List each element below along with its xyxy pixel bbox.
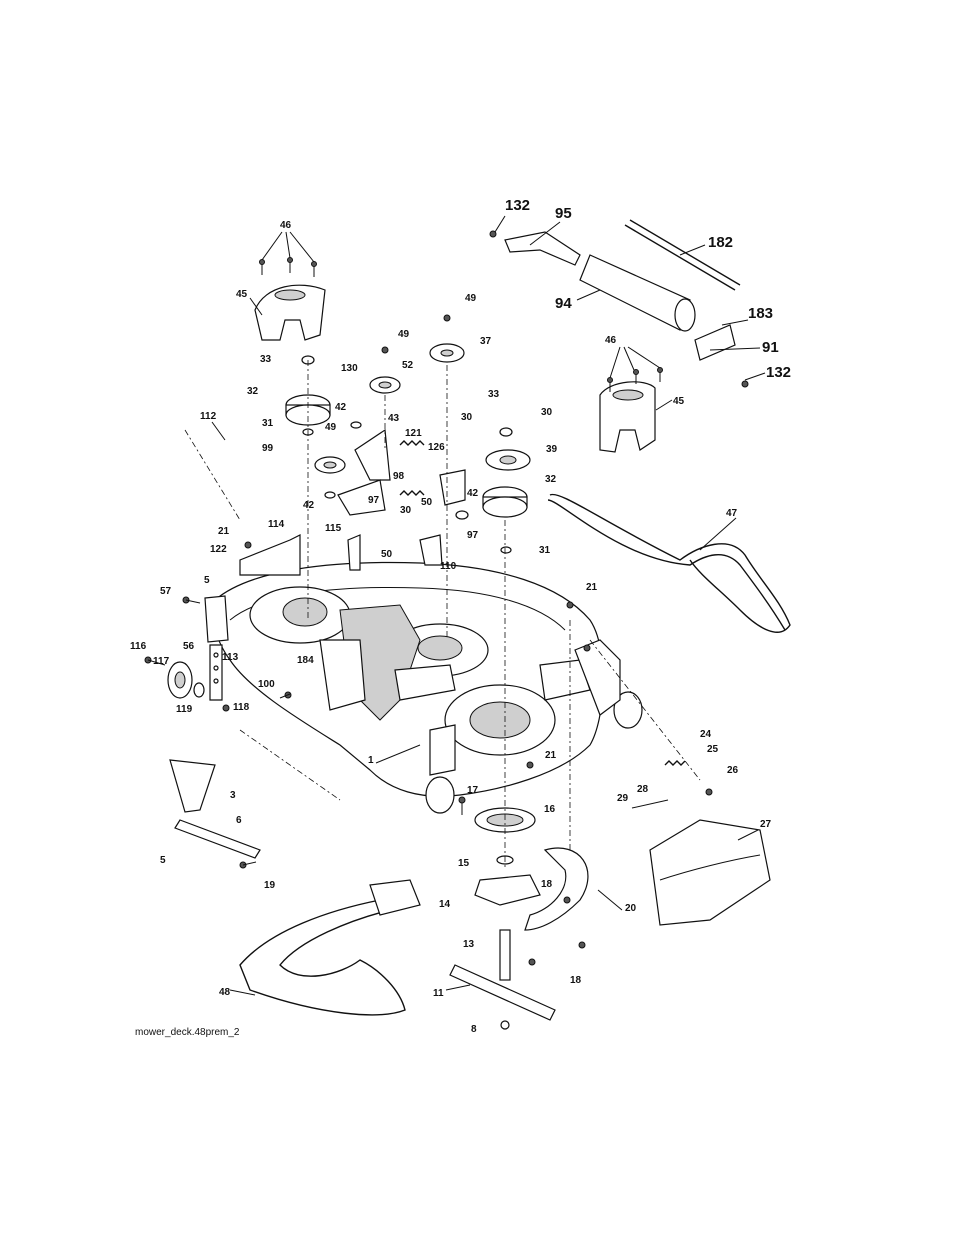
discharge-parts bbox=[525, 820, 770, 930]
callout-28: 28 bbox=[637, 784, 649, 795]
callout-122: 122 bbox=[210, 544, 227, 555]
callout-48: 48 bbox=[219, 987, 231, 998]
callout-121: 121 bbox=[405, 428, 422, 439]
callout-52: 52 bbox=[402, 360, 414, 371]
callout-21-a: 21 bbox=[218, 526, 230, 537]
callout-50-b: 50 bbox=[381, 549, 393, 560]
callout-95: 95 bbox=[555, 205, 572, 222]
callout-3: 3 bbox=[230, 790, 236, 801]
callout-5-a: 5 bbox=[204, 575, 210, 586]
callout-31-b: 31 bbox=[539, 545, 551, 556]
deck-housing bbox=[213, 562, 642, 813]
callout-37: 37 bbox=[480, 336, 492, 347]
callout-33-b: 33 bbox=[488, 389, 500, 400]
callout-30-b: 30 bbox=[461, 412, 473, 423]
callout-98: 98 bbox=[393, 471, 405, 482]
callout-14: 14 bbox=[439, 899, 451, 910]
callout-39: 39 bbox=[546, 444, 558, 455]
callout-15: 15 bbox=[458, 858, 470, 869]
callout-24: 24 bbox=[700, 729, 712, 740]
belt-guards bbox=[255, 285, 655, 452]
callout-110: 110 bbox=[440, 561, 457, 572]
callout-11: 11 bbox=[433, 988, 444, 999]
callout-94: 94 bbox=[555, 295, 572, 312]
callout-45-a: 45 bbox=[236, 289, 248, 300]
callout-130: 130 bbox=[341, 363, 358, 374]
callout-184: 184 bbox=[297, 655, 314, 666]
callout-45-b: 45 bbox=[673, 396, 685, 407]
callout-16: 16 bbox=[544, 804, 556, 815]
callout-46-a: 46 bbox=[280, 220, 292, 231]
callout-8: 8 bbox=[471, 1024, 477, 1035]
callout-115: 115 bbox=[325, 523, 342, 534]
callout-118: 118 bbox=[233, 702, 250, 713]
callout-33-a: 33 bbox=[260, 354, 272, 365]
callout-17: 17 bbox=[467, 785, 479, 796]
callout-26: 26 bbox=[727, 765, 739, 776]
callout-32-b: 32 bbox=[545, 474, 557, 485]
lift-links bbox=[170, 760, 260, 858]
callout-18-b: 18 bbox=[570, 975, 582, 986]
callout-30-a: 30 bbox=[541, 407, 553, 418]
callout-114: 114 bbox=[268, 519, 285, 530]
callout-42-b: 42 bbox=[467, 488, 479, 499]
callout-21-b: 21 bbox=[586, 582, 598, 593]
callout-13: 13 bbox=[463, 939, 475, 950]
callout-97-a: 97 bbox=[368, 495, 380, 506]
callout-18-a: 18 bbox=[541, 879, 553, 890]
callout-21-c: 21 bbox=[545, 750, 557, 761]
callout-6: 6 bbox=[236, 815, 242, 826]
callout-1: 1 bbox=[368, 755, 374, 766]
callout-97-b: 97 bbox=[467, 530, 479, 541]
callout-57: 57 bbox=[160, 586, 172, 597]
callout-183: 183 bbox=[748, 305, 773, 322]
callout-117: 117 bbox=[153, 656, 170, 667]
callout-91: 91 bbox=[762, 339, 779, 356]
callout-113: 113 bbox=[222, 652, 239, 663]
callout-43: 43 bbox=[388, 413, 400, 424]
callout-50-a: 50 bbox=[421, 497, 433, 508]
left-brackets bbox=[168, 596, 228, 700]
diagram-id-caption: mower_deck.48prem_2 bbox=[135, 1027, 240, 1038]
callout-132-a: 132 bbox=[505, 197, 530, 214]
callout-46-b: 46 bbox=[605, 335, 617, 346]
callout-132-b: 132 bbox=[766, 364, 791, 381]
callout-5-b: 5 bbox=[160, 855, 166, 866]
callout-49-c: 49 bbox=[325, 422, 337, 433]
callout-42-a: 42 bbox=[335, 402, 347, 413]
callout-119: 119 bbox=[176, 704, 193, 715]
callout-27: 27 bbox=[760, 819, 772, 830]
callout-25: 25 bbox=[707, 744, 719, 755]
pulleys bbox=[286, 344, 530, 553]
callout-32-a: 32 bbox=[247, 386, 259, 397]
callout-182: 182 bbox=[708, 234, 733, 251]
callout-31: 31 bbox=[262, 418, 274, 429]
callout-29: 29 bbox=[617, 793, 629, 804]
callout-126: 126 bbox=[428, 442, 445, 453]
callout-42-c: 42 bbox=[303, 500, 315, 511]
callout-30-c: 30 bbox=[400, 505, 412, 516]
callout-100: 100 bbox=[258, 679, 275, 690]
callout-112: 112 bbox=[200, 411, 217, 422]
callout-49-a: 49 bbox=[465, 293, 477, 304]
callout-20: 20 bbox=[625, 903, 637, 914]
callout-56: 56 bbox=[183, 641, 195, 652]
callout-47: 47 bbox=[726, 508, 738, 519]
mulch-kit bbox=[505, 220, 740, 360]
callout-116: 116 bbox=[130, 641, 147, 652]
callout-49-b: 49 bbox=[398, 329, 410, 340]
callout-99: 99 bbox=[262, 443, 274, 454]
callout-19: 19 bbox=[264, 880, 276, 891]
